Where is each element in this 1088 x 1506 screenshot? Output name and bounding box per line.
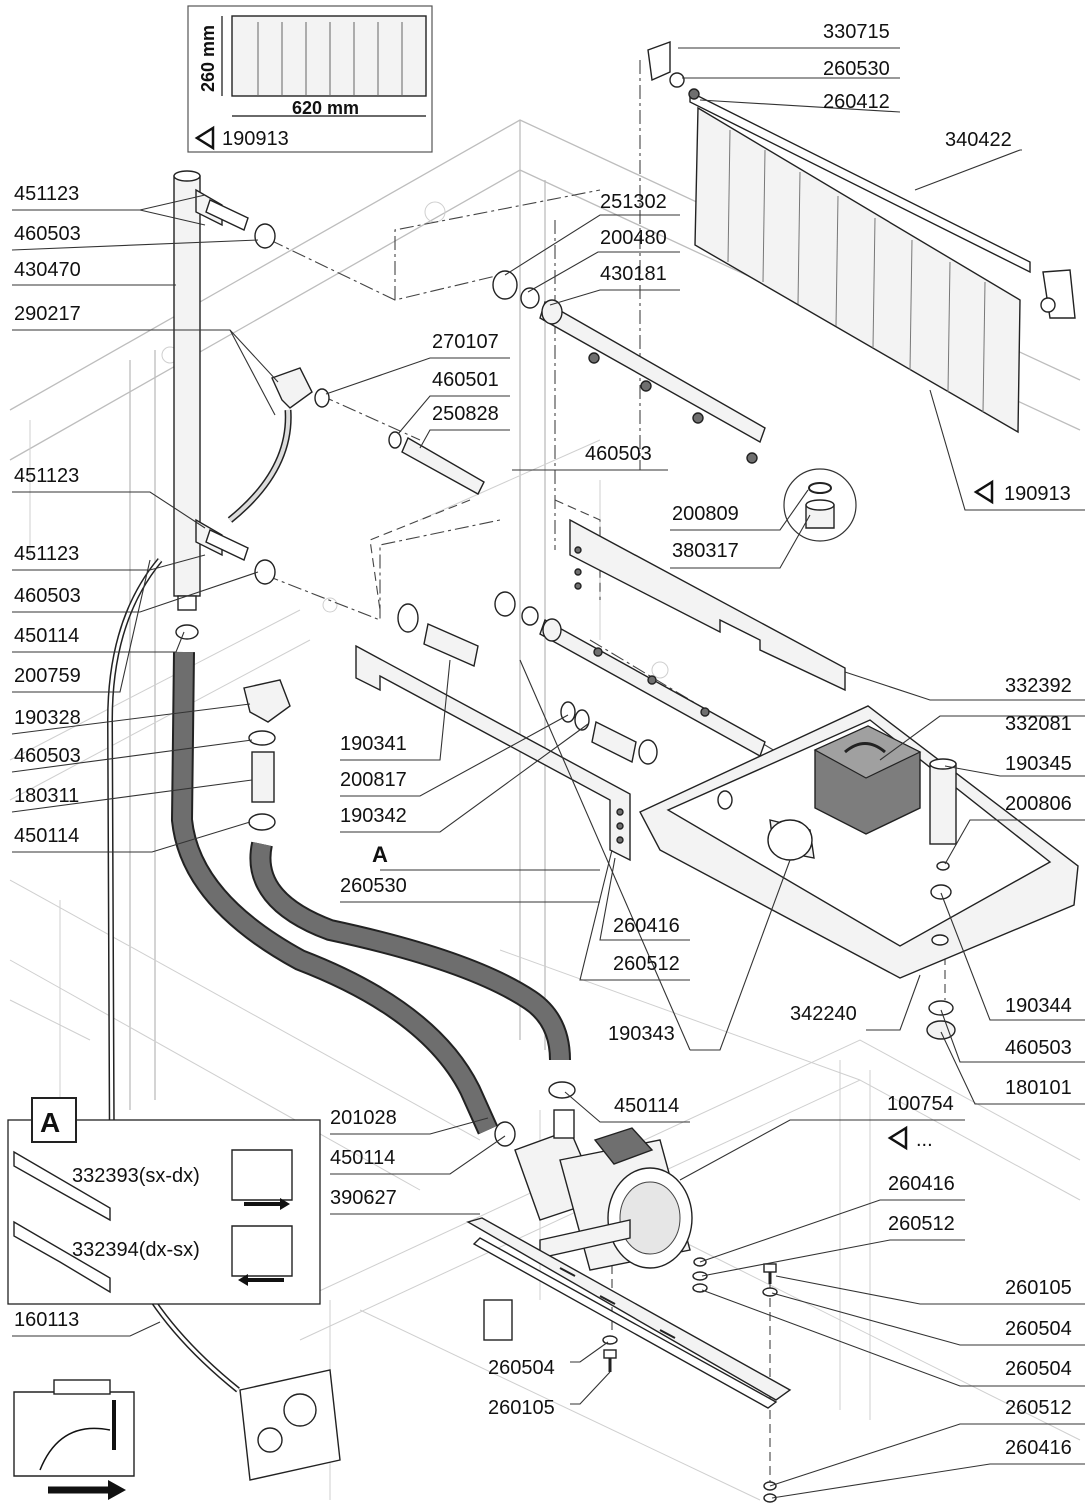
part-label-450114: 450114 [614,1095,679,1117]
filter-size-inset: 260 mm 620 mm 190913 [187,5,433,153]
part-label-190913: 190913 [1004,483,1071,505]
part-label-260530: 260530 [823,58,890,80]
part-label-260530: 260530 [340,875,407,897]
part-label-342240: 342240 [790,1003,857,1025]
hose-fittings [243,679,576,1147]
part-label-460501: 460501 [432,369,499,391]
inset-a-box: A 332393(sx-dx) 332394(dx-sx) [7,1097,321,1305]
part-label-340422: 340422 [945,129,1012,151]
machine-frame-background [9,119,1081,1501]
part-label-160113: 160113 [14,1309,79,1331]
part-label-451123: 451123 [14,465,79,487]
spray-nozzle-250828 [388,431,485,495]
part-label-190345: 190345 [1005,753,1072,775]
part-label-460503: 460503 [14,223,81,245]
part-label-260412: 260412 [823,91,890,113]
part-label-260416: 260416 [1005,1437,1072,1459]
level-sensor [767,819,815,861]
part-label-430470: 430470 [14,259,81,281]
part-label-450114: 450114 [330,1147,395,1169]
part-label-260416: 260416 [888,1173,955,1195]
valve-block [239,1299,513,1481]
float-cylinder [926,758,957,1040]
elbow-fitting [227,367,330,523]
detail-a-marker: A [372,842,388,867]
part-label-200480: 200480 [600,227,667,249]
part-label-460503: 460503 [1005,1037,1072,1059]
part-number-labels: 330715 260530 260412 340422 451123 460503 4304… [14,21,1072,1459]
part-label-200759: 200759 [14,665,81,687]
part-label-260504: 260504 [488,1357,555,1379]
part-label-260416: 260416 [613,915,680,937]
part-label-260105: 260105 [488,1397,555,1419]
upper-spray-manifold [492,270,766,464]
part-label-430181: 430181 [600,263,667,285]
filter-height-label: 260 mm [198,25,218,92]
pump-motor [514,1109,693,1271]
part-label-390627: 390627 [330,1187,397,1209]
part-label-180101: 180101 [1005,1077,1072,1099]
part-label-450114: 450114 [14,625,79,647]
part-label-190341: 190341 [340,733,407,755]
drain-plug-detail [783,468,857,542]
part-label-100754: 100754 [887,1093,954,1115]
wash-tank [639,705,1079,979]
heater-box [813,725,922,835]
part-label-332392: 332392 [1005,675,1072,697]
part-label-260512: 260512 [1005,1397,1072,1419]
part-label-260512: 260512 [613,953,680,975]
part-label-260504: 260504 [1005,1358,1072,1380]
ref-triangle-icon [973,479,994,505]
part-label-200806: 200806 [1005,793,1072,815]
part-label-200817: 200817 [340,769,407,791]
filter-width-label: 620 mm [292,98,359,118]
ref-triangle-icon [887,1125,908,1151]
part-label-200809: 200809 [672,503,739,525]
support-bracket [355,644,631,862]
part-label-460503: 460503 [585,443,652,465]
part-label-190343: 190343 [608,1023,675,1045]
inlet-fittings [397,603,658,765]
part-label-450114: 450114 [14,825,79,847]
part-label-201028: 201028 [330,1107,397,1129]
vertical-manifold [173,170,276,640]
part-label-260105: 260105 [1005,1277,1072,1299]
fasteners [602,1257,778,1503]
part-label-260512: 260512 [888,1213,955,1235]
part-label-180311: 180311 [14,785,79,807]
part-label-460503: 460503 [14,745,81,767]
ref-triangle-icon [194,125,215,151]
inset-a-item-1: 332393(sx-dx) [72,1165,200,1187]
filter-panel [647,41,1076,434]
part-label-451123: 451123 [14,183,79,205]
part-label-190328: 190328 [14,707,81,729]
part-label-290217: 290217 [14,303,81,325]
part-label-451123: 451123 [14,543,79,565]
part-label-460503: 460503 [14,585,81,607]
part-label-330715: 330715 [823,21,890,43]
part-label-380317: 380317 [672,540,739,562]
part-label-190342: 190342 [340,805,407,827]
filter-ref-code: 190913 [222,128,289,150]
inset-a-letter: A [40,1107,60,1138]
part-label-260504: 260504 [1005,1318,1072,1340]
leader-lines [11,47,1085,1499]
tank-flow-icon [13,1379,135,1500]
pump-base-bracket [466,1217,792,1409]
lower-spray-manifold [494,591,766,758]
part-label-251302: 251302 [600,191,667,213]
pump-ref: ... [916,1129,933,1151]
part-label-270107: 270107 [432,331,499,353]
part-label-332081: 332081 [1005,713,1072,735]
inset-a-item-2: 332394(dx-sx) [72,1239,200,1261]
part-label-250828: 250828 [432,403,499,425]
rail-bracket-332392 [569,518,846,692]
part-label-190344: 190344 [1005,995,1072,1017]
